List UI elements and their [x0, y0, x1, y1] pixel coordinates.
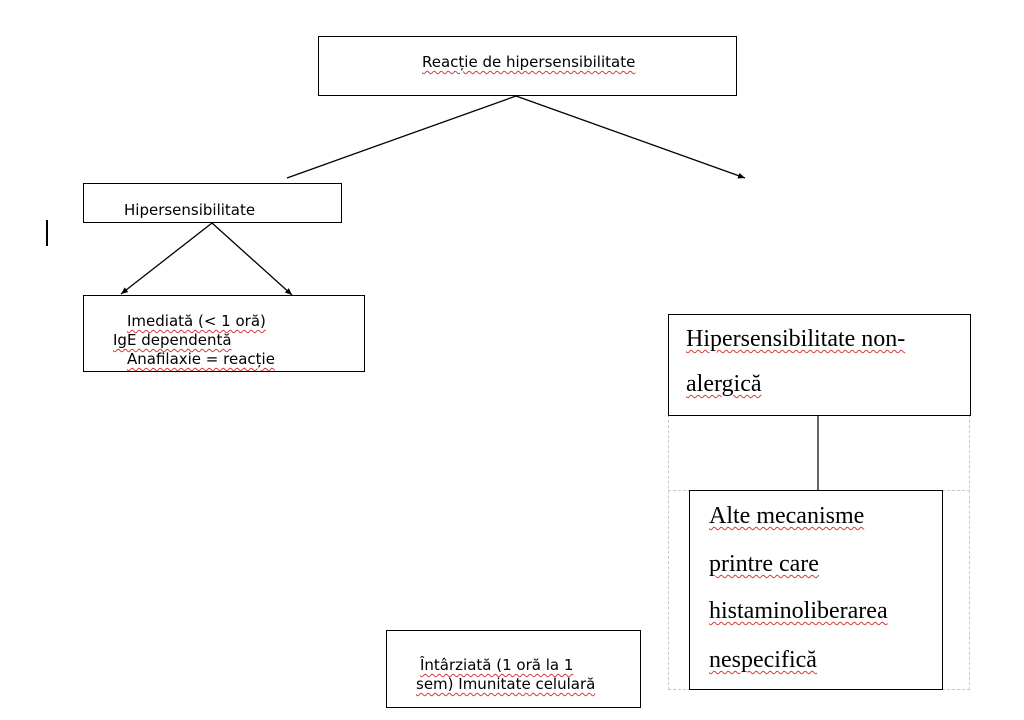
allergic-label: Hipersensibilitate — [124, 201, 256, 219]
delayed-line1: Întârziată (1 oră la 1 — [420, 656, 574, 674]
root-box: Reacție de hipersensibilitate — [318, 36, 737, 96]
immediate-line2: IgE dependentă — [113, 331, 232, 349]
text-cursor — [46, 220, 48, 246]
other-line1: Alte mecanisme — [709, 503, 865, 529]
immediate-line1: Imediată (< 1 oră) — [127, 312, 266, 330]
delayed-line2: sem) Imunitate celulară — [416, 675, 596, 693]
root-label: Reacție de hipersensibilitate — [422, 53, 636, 71]
allergic-to-delayed-arrow — [211, 222, 293, 296]
other-mechanisms-box: Alte mecanisme printre care histaminolib… — [689, 490, 943, 690]
other-line2: printre care — [709, 551, 819, 577]
other-line4: nespecifică — [709, 647, 817, 673]
non-allergic-line2: alergică — [686, 371, 762, 397]
delayed-box: Întârziată (1 oră la 1 sem) Imunitate ce… — [386, 630, 641, 708]
allergic-to-immediate-arrow — [120, 222, 213, 295]
allergic-box: Hipersensibilitate — [83, 183, 342, 223]
non-allergic-box: Hipersensibilitate non- alergică — [668, 314, 971, 416]
non-allergic-line1: Hipersensibilitate non- — [686, 326, 906, 352]
root-to-right-arrow — [515, 95, 746, 179]
immediate-box: Imediată (< 1 oră) IgE dependentă Anafil… — [83, 295, 365, 372]
other-line3: histaminoliberarea — [709, 598, 888, 624]
immediate-line3: Anafilaxie = reacție — [127, 350, 275, 368]
root-to-allergic-line — [286, 95, 517, 179]
